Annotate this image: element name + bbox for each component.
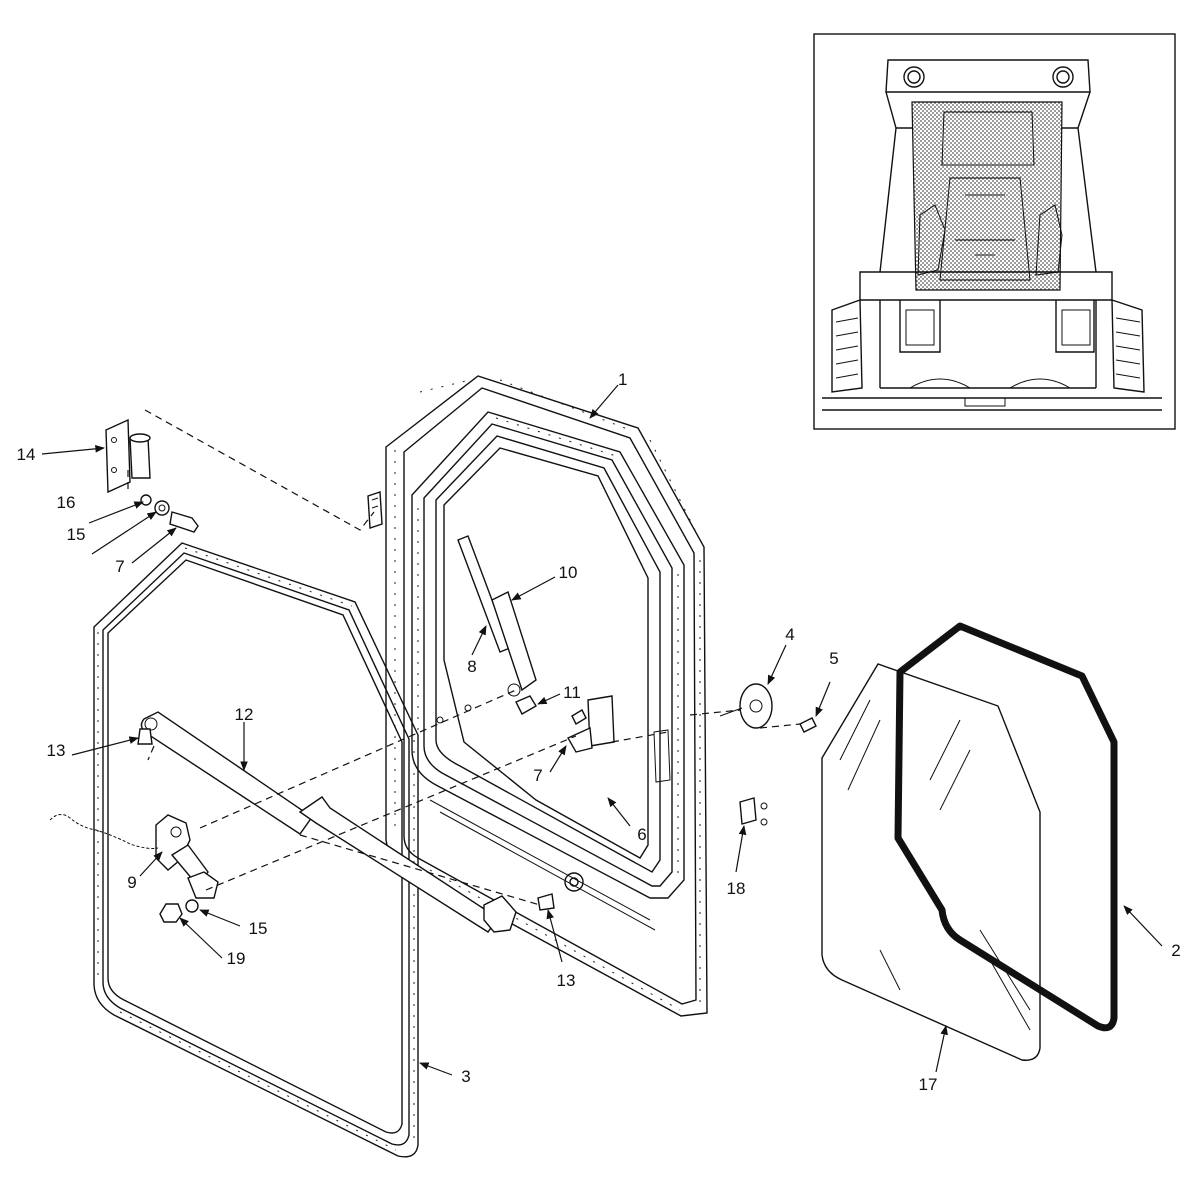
callout-19: 19 (227, 949, 246, 968)
callout-6: 6 (637, 825, 646, 844)
callout-15-top: 15 (67, 525, 86, 544)
door-frame-part-1 (367, 375, 708, 1017)
assembly-lines (127, 409, 801, 906)
callout-7-mid: 7 (533, 766, 542, 785)
gas-strut-part-12 (140, 711, 517, 933)
callout-2: 2 (1171, 941, 1180, 960)
callout-4: 4 (785, 625, 794, 644)
glass-seal-part-2 (894, 622, 1118, 1032)
glass-panel-part-17 (821, 663, 1041, 1061)
location-inset (813, 33, 1176, 430)
callout-18: 18 (727, 879, 746, 898)
callout-11: 11 (563, 683, 581, 702)
callout-16: 16 (57, 493, 76, 512)
callout-5: 5 (829, 649, 838, 668)
callout-17: 17 (919, 1075, 938, 1094)
callout-13-bottom: 13 (557, 971, 576, 990)
callout-13-left: 13 (47, 741, 66, 760)
callout-14: 14 (17, 445, 36, 464)
callout-15-bottom: 15 (249, 919, 268, 938)
callout-9: 9 (127, 873, 136, 892)
callout-10: 10 (559, 563, 578, 582)
callout-7-top: 7 (115, 557, 124, 576)
leader-lines (41, 384, 1163, 1076)
callout-labels: 1 2 3 4 5 6 7 7 8 9 10 11 12 13 13 14 15… (17, 370, 1181, 1094)
door-seal-part-3 (93, 542, 419, 1158)
callout-3: 3 (461, 1067, 470, 1086)
hardware-parts (105, 418, 817, 923)
callout-1: 1 (618, 370, 627, 389)
callout-12: 12 (235, 705, 254, 724)
callout-8: 8 (467, 657, 476, 676)
